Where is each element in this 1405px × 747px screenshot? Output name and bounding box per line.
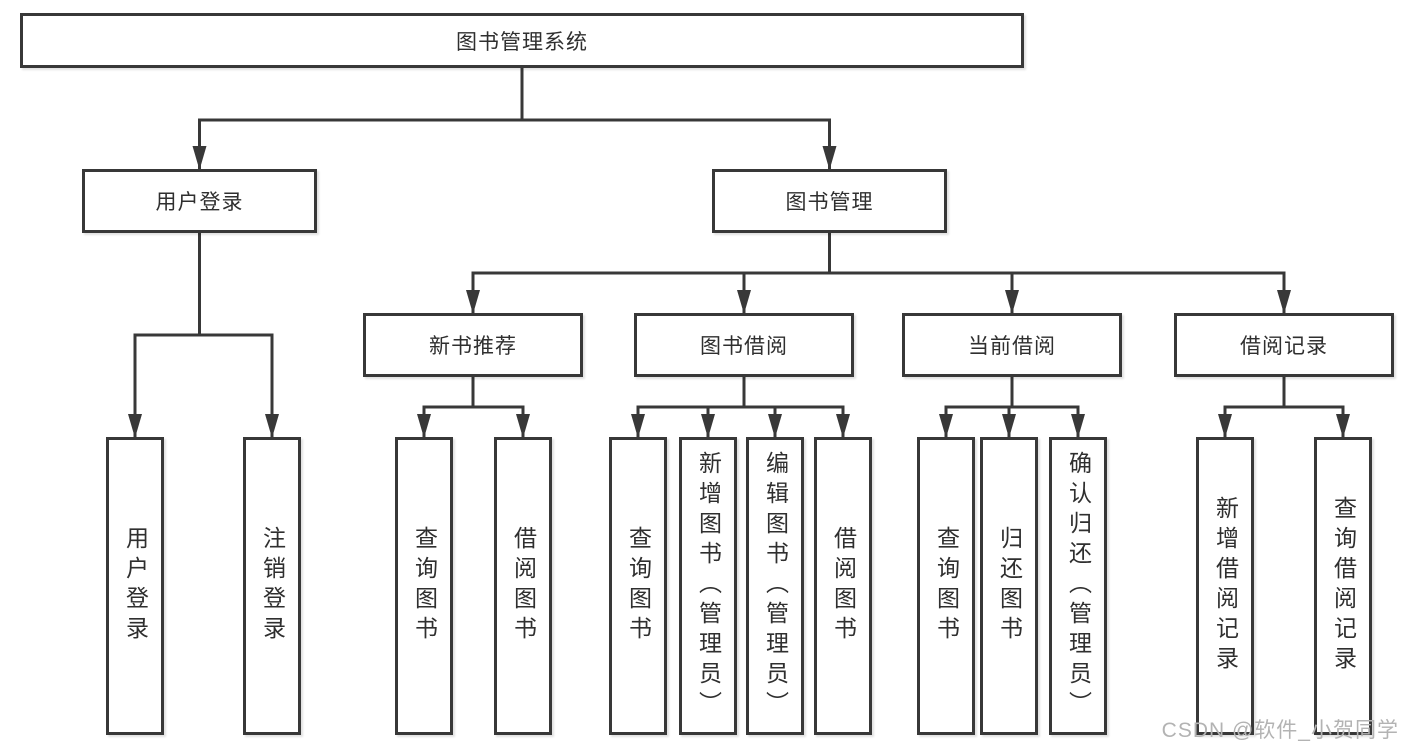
leaf-br-add-record-label: 新增借阅记录 <box>1212 496 1239 676</box>
leaf-nbr-borrow-books-label: 借阅图书 <box>510 526 537 646</box>
leaf-nbr-borrow-books: 借阅图书 <box>494 437 552 735</box>
leaf-nbr-query-books: 查询图书 <box>395 437 453 735</box>
leaf-cb-return-books: 归还图书 <box>980 437 1038 735</box>
leaf-bb-borrow-books-label: 借阅图书 <box>830 526 857 646</box>
leaf-cb-confirm-return-label: 确认归还（管理员） <box>1065 451 1092 721</box>
leaf-cb-return-books-label: 归还图书 <box>996 526 1023 646</box>
node-book-management: 图书管理 <box>712 169 947 233</box>
leaf-user-login: 用户登录 <box>106 437 164 735</box>
node-borrowing-records: 借阅记录 <box>1174 313 1394 377</box>
leaf-br-add-record: 新增借阅记录 <box>1196 437 1254 735</box>
node-user-login-label: 用户登录 <box>155 191 244 214</box>
node-current-borrowing-label: 当前借阅 <box>968 335 1056 358</box>
node-root: 图书管理系统 <box>20 13 1024 68</box>
leaf-logout-label: 注销登录 <box>259 526 286 646</box>
leaf-logout: 注销登录 <box>243 437 301 735</box>
leaf-br-query-record-label: 查询借阅记录 <box>1330 496 1357 676</box>
node-new-book-recommendation: 新书推荐 <box>363 313 583 377</box>
node-new-book-recommendation-label: 新书推荐 <box>429 335 517 358</box>
node-user-login: 用户登录 <box>82 169 317 233</box>
leaf-bb-add-books-label: 新增图书（管理员） <box>695 451 722 721</box>
leaf-bb-query-books: 查询图书 <box>609 437 667 735</box>
csdn-watermark: CSDN @软件_小贺同学 <box>1161 719 1399 742</box>
node-book-borrowing-label: 图书借阅 <box>700 335 788 358</box>
leaf-bb-query-books-label: 查询图书 <box>625 526 652 646</box>
leaf-bb-edit-books: 编辑图书（管理员） <box>746 437 804 735</box>
node-root-label: 图书管理系统 <box>456 30 588 54</box>
leaf-user-login-label: 用户登录 <box>122 526 149 646</box>
node-borrowing-records-label: 借阅记录 <box>1240 335 1328 358</box>
leaf-cb-query-books-label: 查询图书 <box>933 526 960 646</box>
node-current-borrowing: 当前借阅 <box>902 313 1122 377</box>
node-book-borrowing: 图书借阅 <box>634 313 854 377</box>
leaf-bb-borrow-books: 借阅图书 <box>814 437 872 735</box>
node-book-management-label: 图书管理 <box>785 191 874 214</box>
leaf-cb-query-books: 查询图书 <box>917 437 975 735</box>
leaf-br-query-record: 查询借阅记录 <box>1314 437 1372 735</box>
leaf-nbr-query-books-label: 查询图书 <box>411 526 438 646</box>
leaf-bb-add-books: 新增图书（管理员） <box>679 437 737 735</box>
leaf-cb-confirm-return: 确认归还（管理员） <box>1049 437 1107 735</box>
leaf-bb-edit-books-label: 编辑图书（管理员） <box>762 451 789 721</box>
